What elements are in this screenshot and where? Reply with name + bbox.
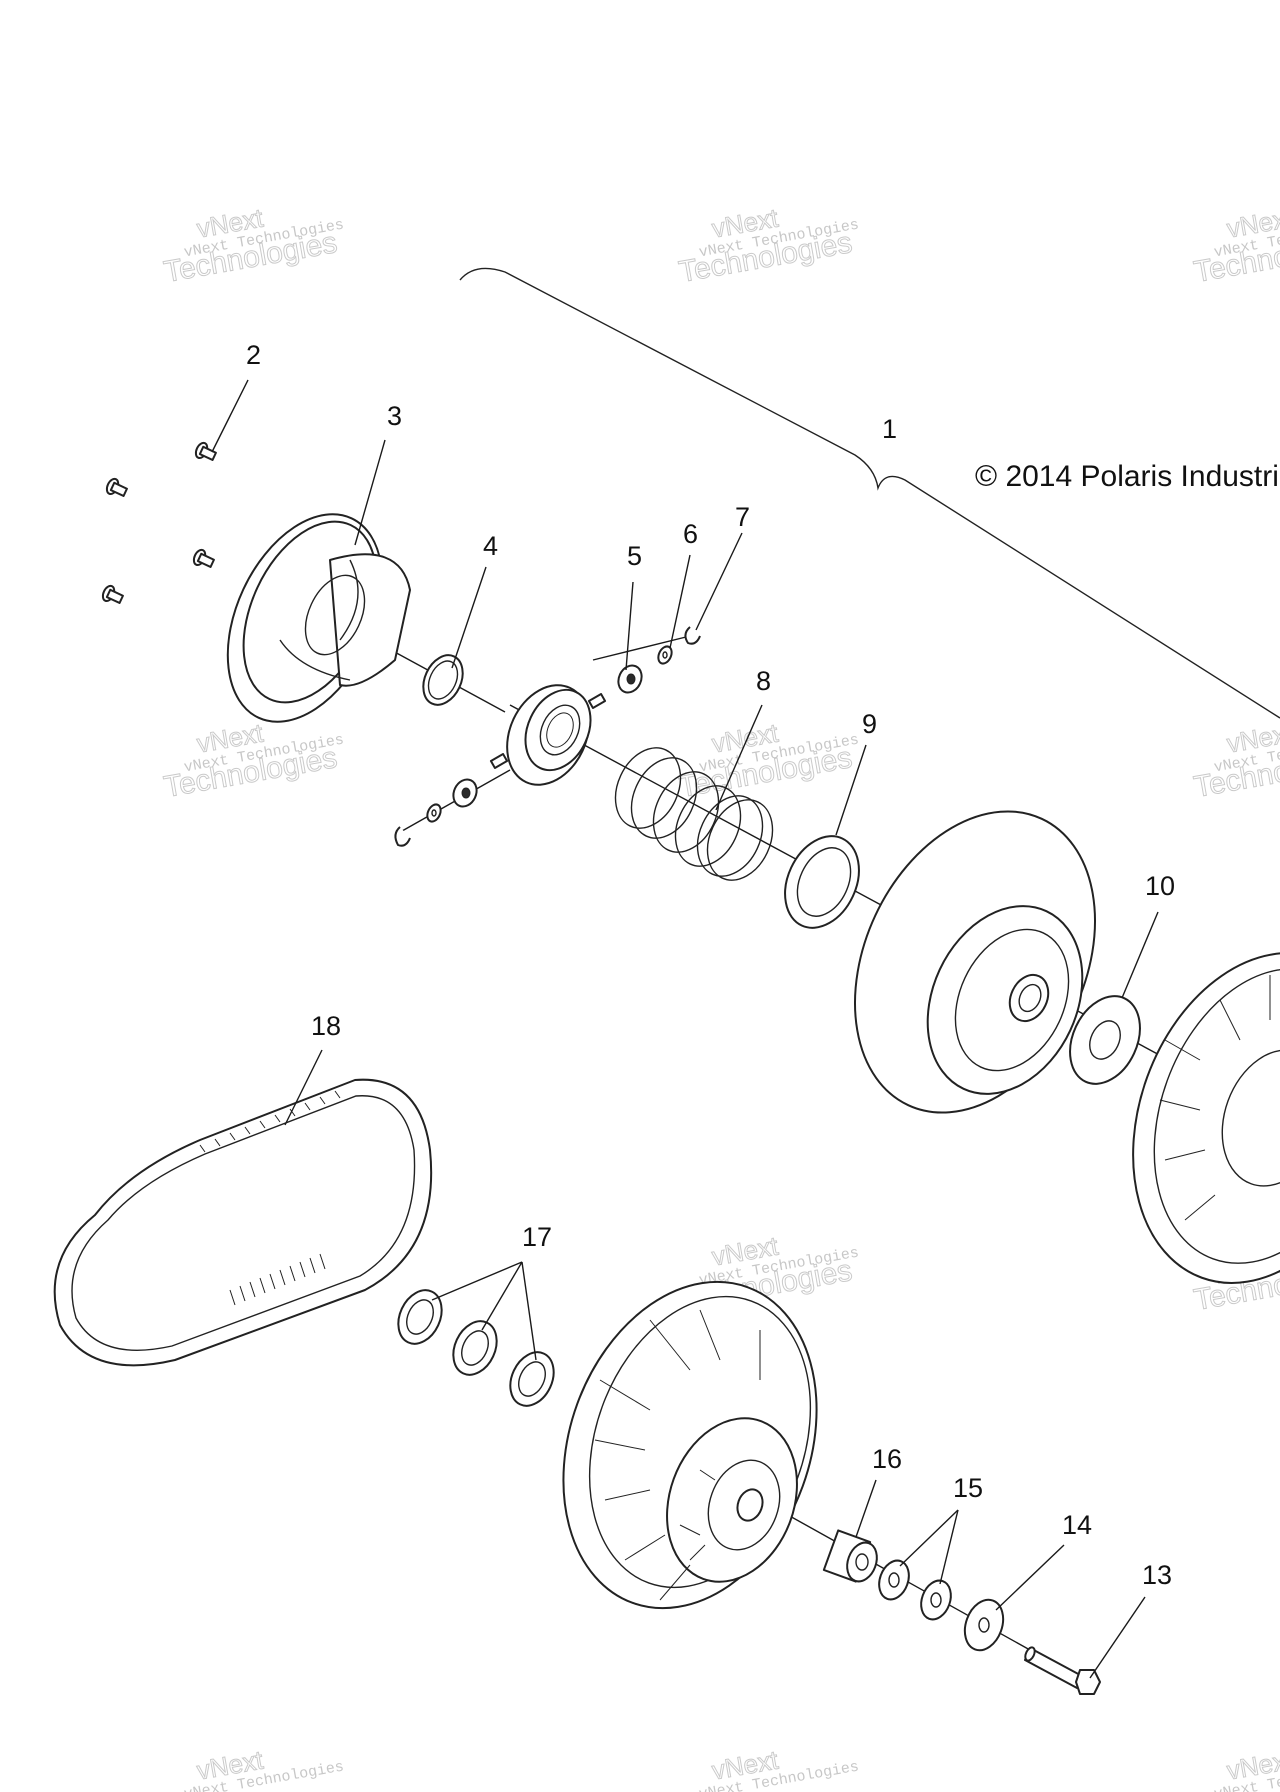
callout-8: 8 <box>756 666 771 696</box>
washer-icon <box>920 1579 952 1621</box>
callout-10: 10 <box>1145 871 1175 901</box>
callout-3: 3 <box>387 401 402 431</box>
retaining-ring-icon <box>422 654 464 706</box>
callout-13: 13 <box>1142 1560 1172 1590</box>
e-clip-icon <box>394 826 411 847</box>
shim-washer-group <box>397 1289 555 1407</box>
screw-icon <box>192 548 215 569</box>
callout-5: 5 <box>627 541 642 571</box>
callout-6: 6 <box>683 519 698 549</box>
watermark-tile: vNext vNext Technologies <box>1213 1744 1280 1792</box>
shim-washer-icon <box>452 1320 498 1376</box>
watermark-tile: vNext vNext Technologies <box>698 1744 861 1792</box>
callout-4: 4 <box>483 531 498 561</box>
callout-2: 2 <box>246 340 261 370</box>
screw-group <box>101 441 217 605</box>
watermark-tile: vNext vNext Technologies Technologies <box>161 202 345 290</box>
ring-icon <box>784 835 860 929</box>
callout-14: 14 <box>1062 1510 1092 1540</box>
cover-housing <box>226 513 411 723</box>
callout-17: 17 <box>522 1222 552 1252</box>
callout-18: 18 <box>311 1011 341 1041</box>
washer-icon <box>1069 995 1141 1085</box>
watermark-tile: vNext vNext Technologies Technologies <box>161 717 345 805</box>
bearing-icon <box>617 664 643 694</box>
callout-labels: 1 2 3 4 5 6 7 8 9 10 13 14 15 16 17 18 <box>246 340 1175 1590</box>
screw-icon <box>194 441 217 462</box>
callout-7: 7 <box>735 502 750 532</box>
screw-icon <box>101 584 124 605</box>
washer-icon <box>426 803 442 823</box>
washer-icon <box>878 1559 910 1601</box>
roller-assembly <box>489 684 607 786</box>
driven-clutch <box>562 1280 818 1610</box>
washer-icon <box>657 645 673 665</box>
shim-washer-icon <box>397 1289 443 1345</box>
drive-belt-icon <box>53 1078 433 1367</box>
callout-9: 9 <box>862 709 877 739</box>
shim-washer-icon <box>509 1351 555 1407</box>
watermark-tile: vNext vNext Technologies Technologies <box>1191 717 1280 805</box>
fixed-sheave <box>1132 952 1280 1284</box>
callout-1: 1 <box>882 414 897 444</box>
watermark-tile: vNext vNext Technologies <box>183 1744 346 1792</box>
washer-icon <box>963 1598 1005 1652</box>
callout-15: 15 <box>953 1473 983 1503</box>
bearing-icon <box>452 778 478 808</box>
watermark-tile: vNext vNext Technologies Technologies <box>1191 202 1280 290</box>
screw-icon <box>105 477 128 498</box>
watermark-tile: vNext vNext Technologies Technologies <box>676 202 860 290</box>
spacer-icon <box>822 1529 878 1583</box>
copyright-text: © 2014 Polaris Industries <box>975 460 1280 493</box>
e-clip-icon <box>684 626 701 645</box>
spring-icon <box>614 747 774 881</box>
callout-16: 16 <box>872 1444 902 1474</box>
watermark-tile: vNext vNext Technologies Technologies <box>676 717 860 805</box>
bolt-icon <box>1024 1646 1101 1695</box>
sheave-disc <box>854 810 1096 1114</box>
callout-leaders <box>211 379 1159 1679</box>
assembly-bracket <box>459 267 1280 719</box>
washer-group-15 <box>878 1559 952 1621</box>
